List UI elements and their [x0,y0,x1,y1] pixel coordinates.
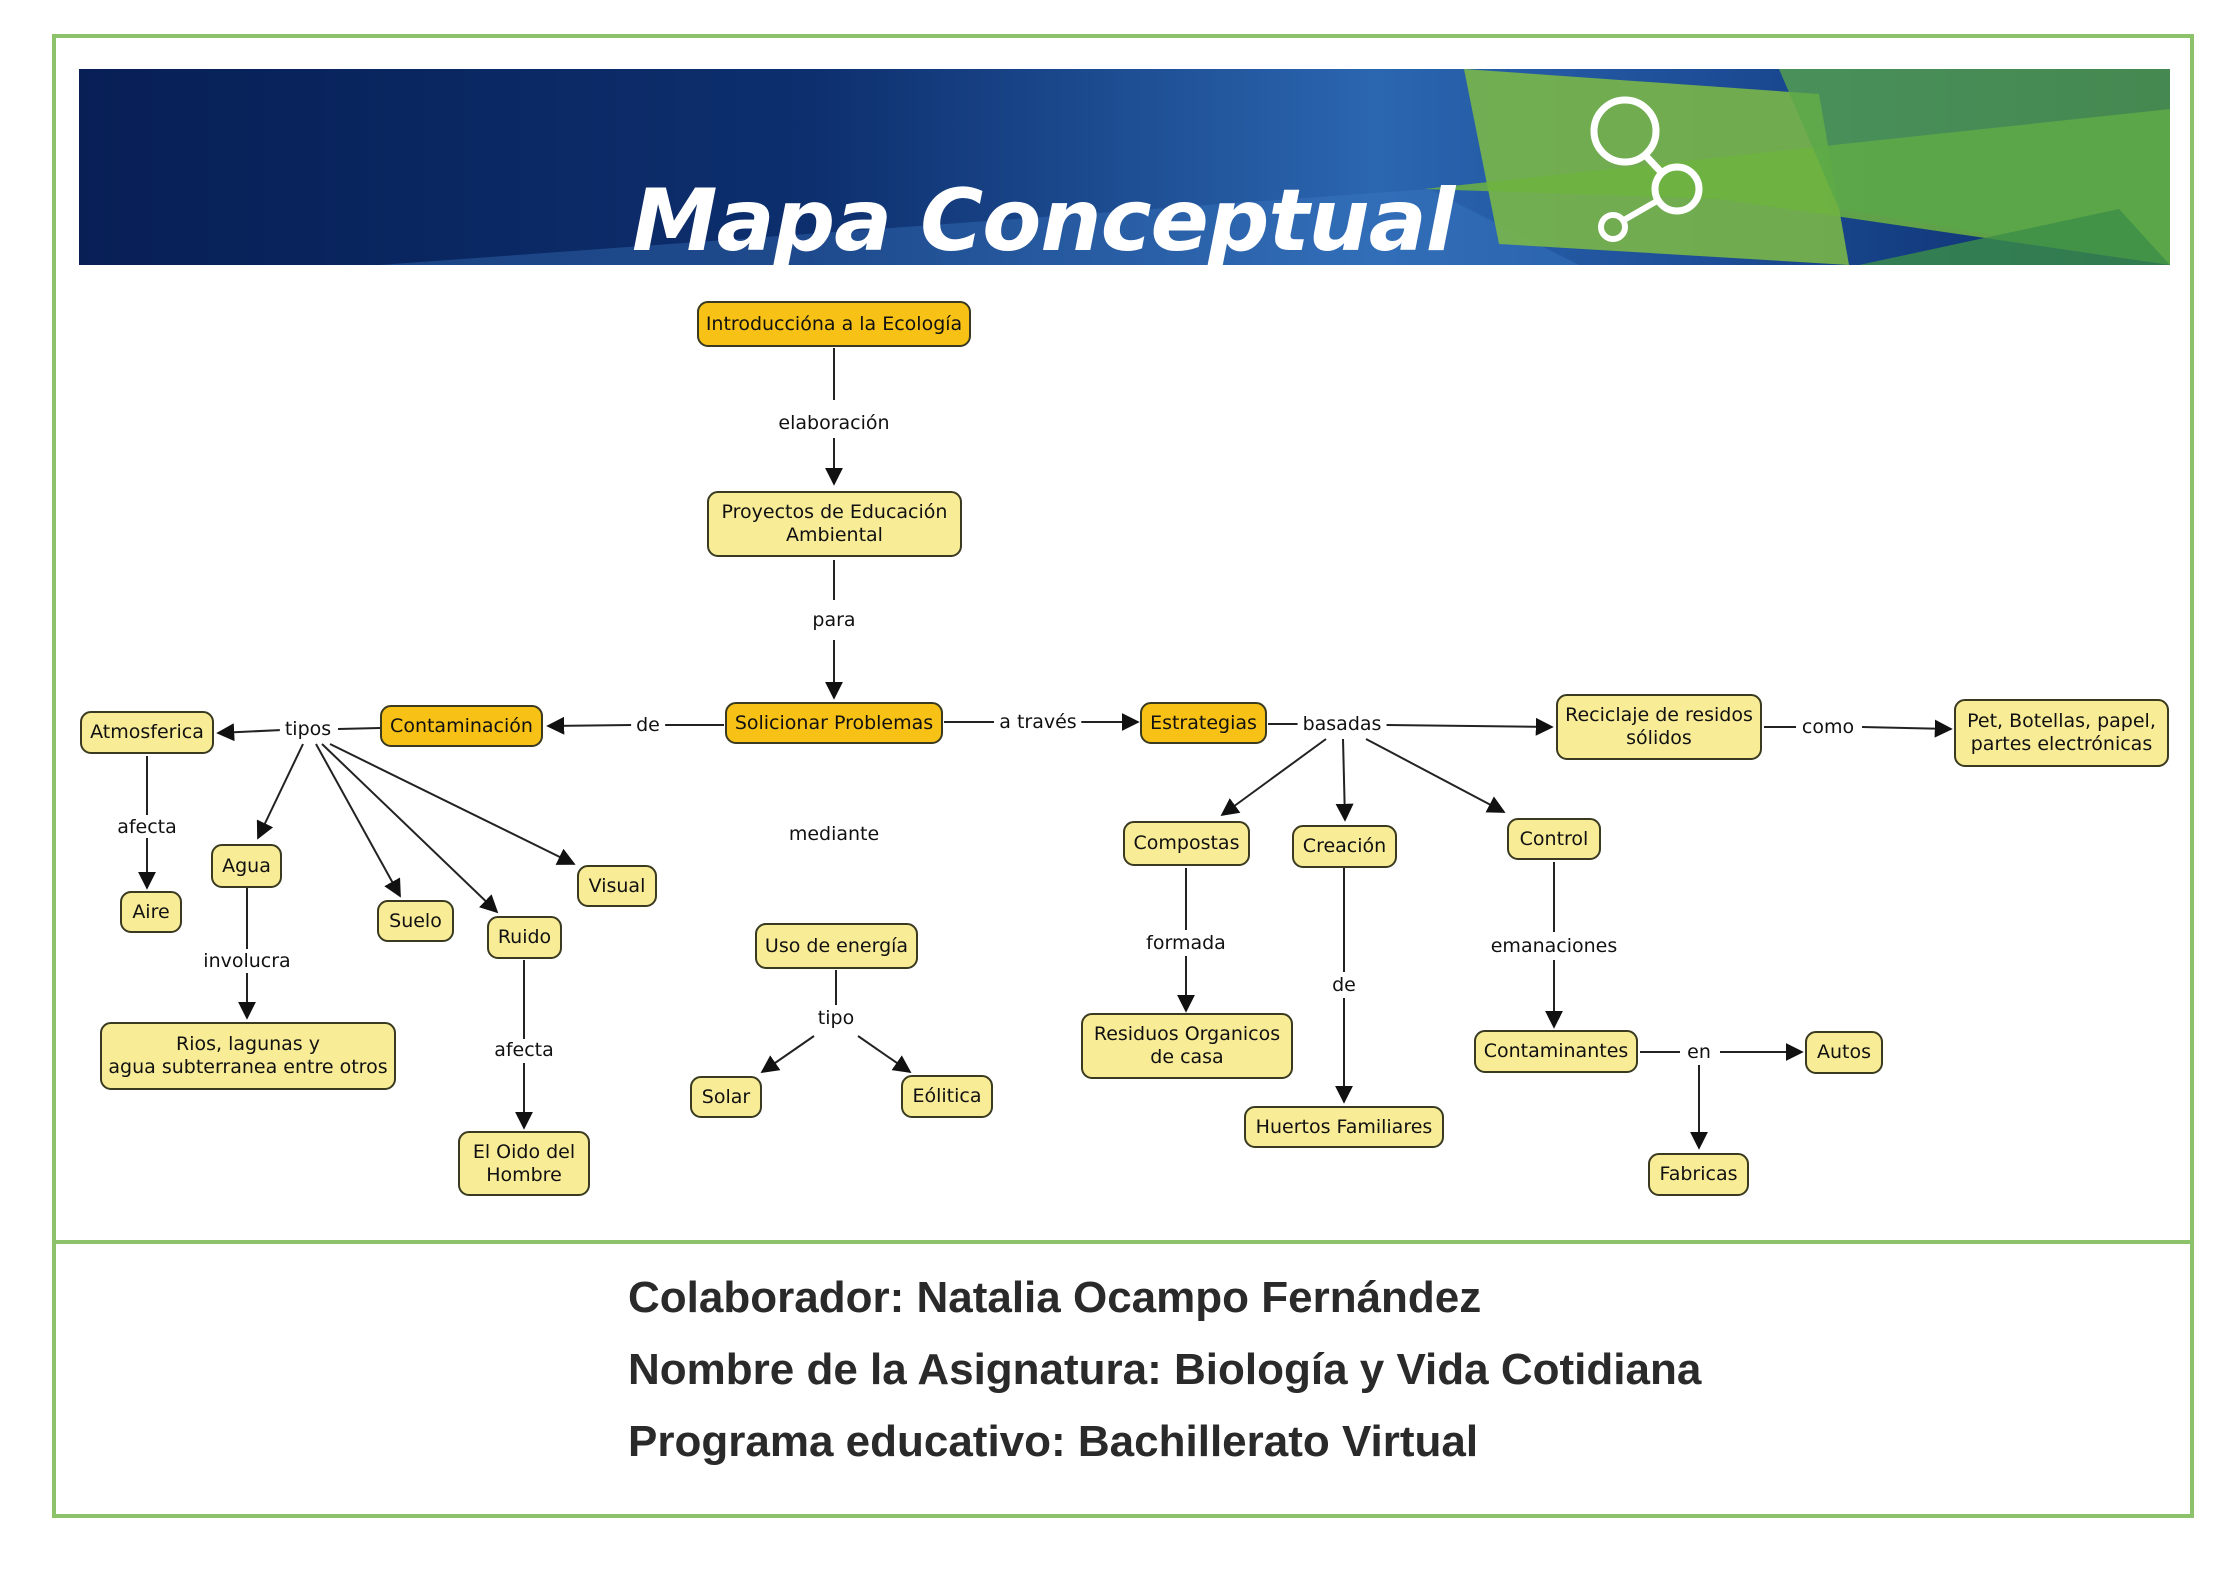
title-banner: Mapa Conceptual [79,69,2170,265]
node-reciclaje: Reciclaje de residos sólidos [1556,694,1762,760]
connector [315,743,401,898]
link-label-tipo: tipo [812,1007,860,1029]
link-label-de: de [1327,974,1361,996]
banner-background [79,69,2170,265]
link-label-a-traves: a través [994,711,1082,733]
node-aire: Aire [120,891,182,933]
link-label-como: como [1796,716,1860,738]
connector [1385,717,1554,736]
node-residuos-organicos: Residuos Organicos de casa [1081,1013,1293,1079]
link-label-basadas: basadas [1297,713,1387,735]
node-oido-hombre: El Oido del Hombre [458,1131,590,1196]
node-solar: Solar [690,1076,762,1118]
node-rios-lagunas: Rios, lagunas y agua subterranea entre o… [100,1022,396,1090]
credit-programa: Programa educativo: Bachillerato Virtual [628,1417,1479,1466]
node-intro-ecologia: Introducciόna a la Ecología [697,301,971,347]
link-label-emanaciones: emanaciones [1485,935,1623,957]
node-atmosferica: Atmosferica [80,711,214,754]
credit-colaborador: Colaborador: Natalia Ocampo Fernández [628,1273,1482,1322]
node-compostas: Compostas [1123,821,1250,866]
concept-map-connectors [138,348,1953,1150]
link-label-formada: formada [1141,932,1231,954]
node-autos: Autos [1805,1031,1883,1074]
link-label-afecta: afecta [112,816,182,838]
link-label-de: de [631,714,665,736]
node-ruido: Ruido [487,916,562,959]
connector [857,1035,912,1074]
link-label-involucra: involucra [198,950,296,972]
connector [216,723,283,742]
link-label-mediante: mediante [783,823,885,845]
credit-asignatura: Nombre de la Asignatura: Biología y Vida… [628,1345,1702,1394]
connector [321,743,499,914]
node-estrategias: Estrategias [1140,702,1267,744]
link-label-elaboracion: elaboración [773,412,895,434]
page-frame [52,34,2194,1518]
connector [1861,719,1953,738]
credits-block: Colaborador: Natalia Ocampo Fernández No… [628,1262,1701,1478]
node-proyectos-educacion: Proyectos de Educación Ambiental [707,491,962,557]
node-fabricas: Fabricas [1648,1153,1749,1196]
node-agua: Agua [211,844,282,888]
node-uso-energia: Uso de energía [755,923,918,969]
footer-divider [52,1240,2194,1244]
connector [760,1035,815,1074]
node-huertos-familiares: Huertos Familiares [1244,1106,1444,1148]
network-icon [1590,96,1703,242]
link-label-afecta: afecta [489,1039,559,1061]
node-contaminacion: Contaminación [380,705,543,747]
node-control: Control [1507,818,1601,860]
node-contaminantes: Contaminantes [1474,1030,1638,1073]
connector [329,743,576,865]
node-eolica: Eólitica [901,1075,993,1118]
link-label-tipos: tipos [279,718,337,740]
connector [1220,738,1327,817]
connector [337,727,381,730]
page-title: Mapa Conceptual [632,171,1455,265]
node-pet-botellas: Pet, Botellas, papel, partes electrónica… [1954,699,2169,767]
node-suelo: Suelo [377,900,454,942]
link-label-para: para [807,609,861,631]
connector [256,743,304,840]
node-solucionar-problemas: Solicionar Problemas [725,702,943,744]
connector [1335,738,1354,822]
node-visual: Visual [577,865,657,907]
link-label-en: en [1682,1041,1716,1063]
connector [546,716,633,735]
connector [1365,738,1506,813]
node-creacion: Creación [1292,825,1397,868]
